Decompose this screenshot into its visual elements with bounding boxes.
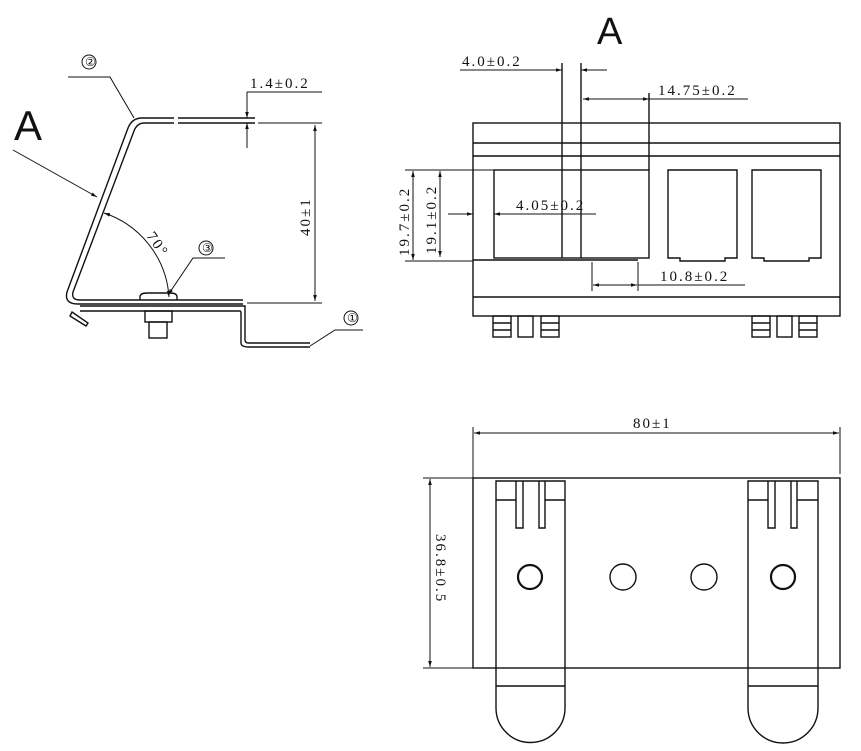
left-terminal bbox=[495, 480, 566, 744]
housing bbox=[472, 122, 841, 317]
dim-length: 80±1 bbox=[633, 416, 672, 432]
dim-h2: 19.1±0.2 bbox=[424, 185, 440, 254]
callout-3: ③ bbox=[202, 241, 213, 255]
view-label-a: A bbox=[14, 102, 42, 149]
nut bbox=[144, 310, 173, 323]
callout-2: ② bbox=[85, 55, 96, 69]
bracket-profile bbox=[65, 117, 255, 305]
dim-h1: 19.7±0.2 bbox=[397, 187, 413, 256]
dim-thickness: 1.4±0.2 bbox=[250, 76, 310, 92]
angle-arc bbox=[103, 212, 171, 298]
angle-label: 70° bbox=[143, 229, 172, 260]
front-view-title: A bbox=[597, 11, 623, 53]
terminal-hole bbox=[769, 563, 797, 591]
bolt-shaft bbox=[148, 321, 168, 339]
dim-offset: 4.05±0.2 bbox=[516, 198, 585, 214]
front-view: A 4.0±0.2 14.75±0.2 19.7±0.2 bbox=[397, 11, 841, 338]
mount-hole bbox=[609, 563, 637, 591]
hook-tab bbox=[69, 310, 89, 327]
dim-slot-gap: 4.0±0.2 bbox=[462, 54, 522, 70]
side-view: A ② ③ ① 70° 1.4±0.2 40±1 bbox=[12, 54, 363, 348]
dim-height: 40±1 bbox=[298, 197, 314, 236]
callout-1: ① bbox=[347, 311, 358, 325]
terminal-hole bbox=[516, 563, 544, 591]
dim-pitch: 14.75±0.2 bbox=[658, 83, 737, 99]
view-arrow bbox=[12, 149, 98, 198]
bottom-view: 80±1 36.8±0.5 bbox=[423, 416, 841, 744]
dim-width: 10.8±0.2 bbox=[660, 269, 729, 285]
slot-2 bbox=[667, 169, 738, 262]
rivet-head bbox=[139, 292, 178, 300]
base-outline bbox=[472, 477, 841, 669]
slot-3 bbox=[751, 169, 822, 262]
base-plate bbox=[80, 305, 310, 348]
mount-hole bbox=[690, 563, 718, 591]
right-terminal bbox=[747, 480, 819, 744]
pins bbox=[492, 315, 818, 338]
dim-depth: 36.8±0.5 bbox=[432, 534, 448, 603]
